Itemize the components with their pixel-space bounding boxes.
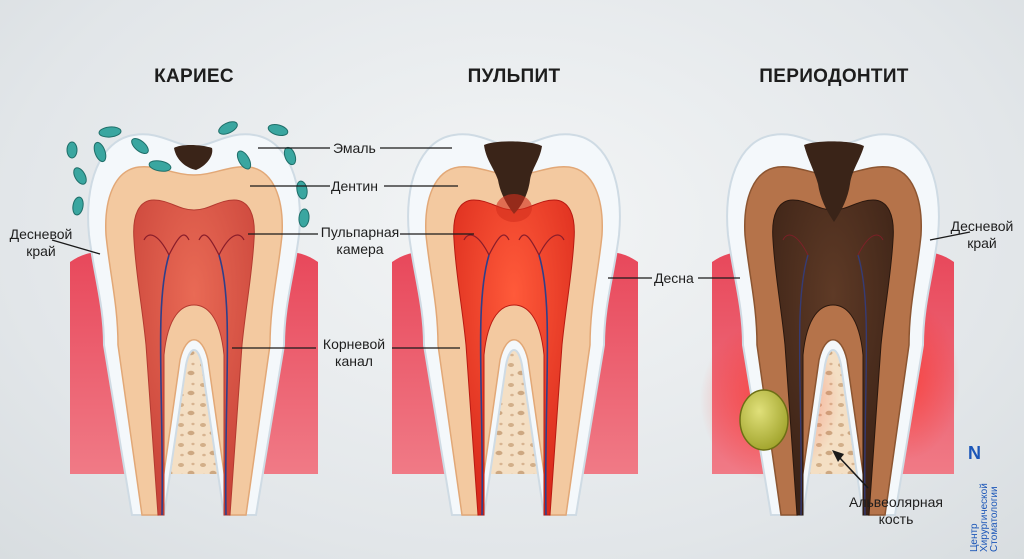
brand-logo-icon: N (968, 443, 981, 463)
label-root-canal-line1: Корневой (322, 336, 386, 352)
brand-logo-block: N Центр Хирургической Стоматологии (968, 443, 1000, 554)
title-pulpitis: ПУЛЬПИТ (467, 66, 561, 87)
label-dentin: Дентин (331, 178, 378, 194)
leader-lines (51, 147, 971, 349)
label-gum-margin-right-line2: край (967, 235, 997, 251)
label-alveolar-bone-line2: кость (878, 511, 914, 527)
caries-panel (66, 121, 318, 517)
label-gum: Десна (654, 270, 694, 286)
label-gum-margin-left-line2: край (26, 243, 56, 259)
label-root-canal-line2: канал (335, 353, 373, 369)
title-caries: КАРИЕС (154, 66, 234, 87)
periodontitis-panel (700, 133, 960, 517)
label-gum-margin-left-line1: Десневой (9, 226, 73, 242)
label-gum-margin-right: Десневой край (946, 218, 1018, 252)
brand-text: Центр Хирургической Стоматологии (969, 483, 1000, 552)
pulpitis-panel (392, 133, 638, 517)
label-pulp-chamber: Пульпарная камера (320, 224, 400, 258)
pulpitis-lesion (484, 141, 542, 214)
label-alveolar-bone: Альвеолярная кость (846, 494, 946, 528)
title-periodontitis: ПЕРИОДОНТИТ (759, 66, 909, 87)
label-pulp-chamber-line2: камера (336, 241, 384, 257)
periodontitis-lesion (804, 141, 864, 222)
label-root-canal: Корневой канал (318, 336, 390, 370)
label-enamel: Эмаль (333, 140, 376, 156)
brand-text-line3: Стоматологии (989, 486, 1000, 552)
caries-lesion (174, 145, 213, 170)
label-gum-margin-left: Десневой край (6, 226, 76, 260)
label-pulp-chamber-line1: Пульпарная (320, 224, 400, 240)
label-alveolar-bone-line1: Альвеолярная (849, 494, 943, 510)
label-gum-margin-right-line1: Десневой (950, 218, 1014, 234)
bacteria-cluster (66, 121, 310, 228)
abscess (739, 389, 789, 451)
